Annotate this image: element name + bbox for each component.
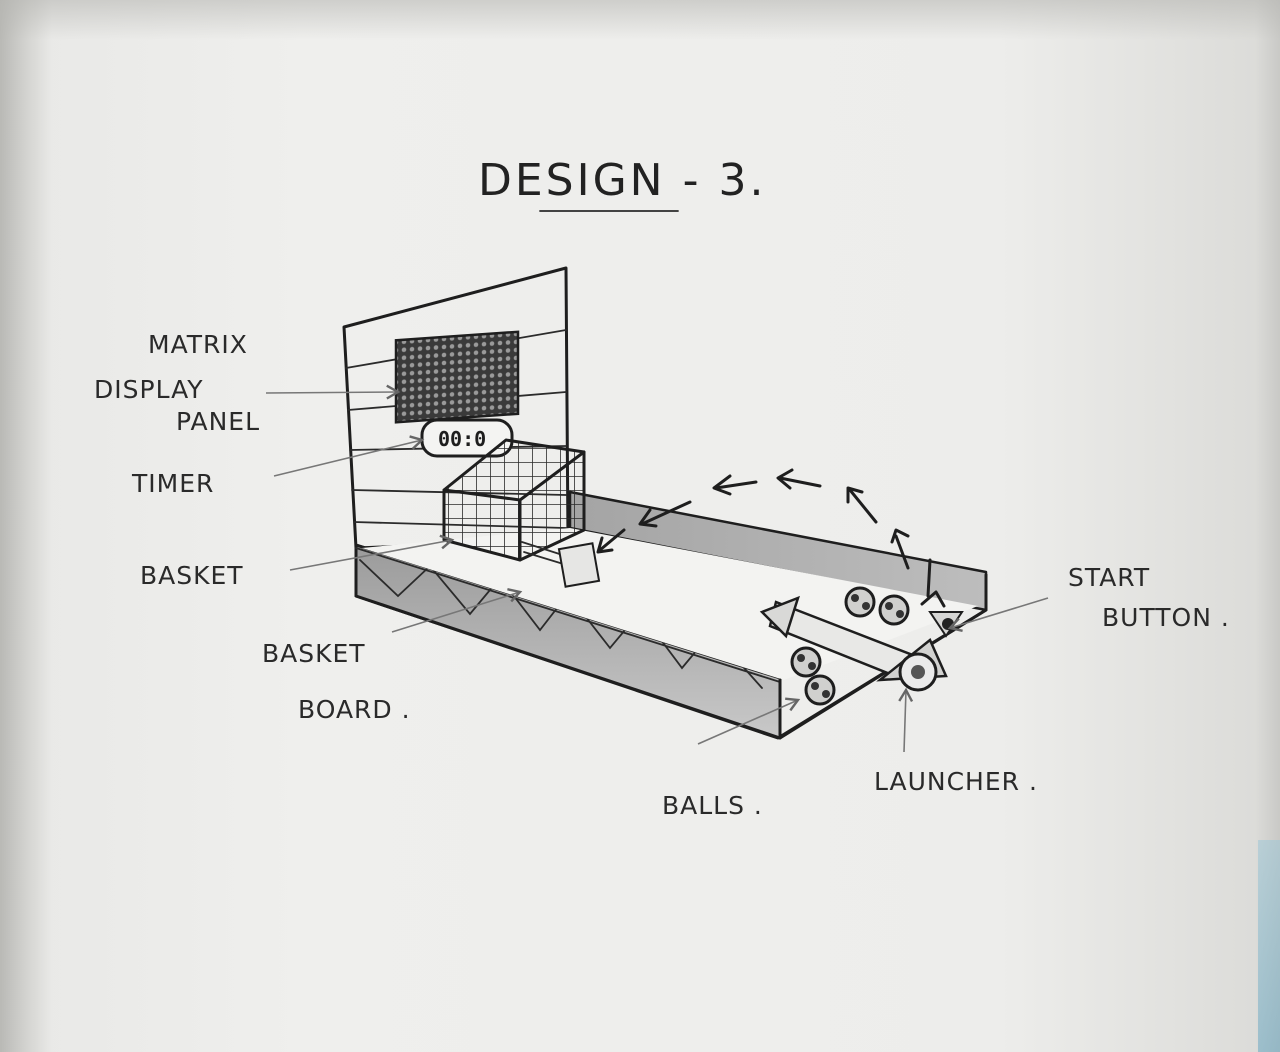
ball — [846, 588, 874, 616]
ball — [792, 648, 820, 676]
label-balls: BALLS . — [662, 791, 763, 820]
label-matrix-line1: MATRIX — [148, 330, 248, 359]
label-basket-board-line2: BOARD . — [298, 695, 411, 724]
label-launcher: LAUNCHER . — [874, 767, 1038, 796]
label-basket-board-line1: BASKET — [262, 639, 366, 668]
timer-readout: 00:0 — [438, 427, 486, 451]
label-start-line1: START — [1068, 563, 1150, 592]
label-matrix-line3: PANEL — [176, 407, 260, 436]
ball — [880, 596, 908, 624]
label-start-line2: BUTTON . — [1102, 603, 1230, 632]
label-basket: BASKET — [140, 561, 244, 590]
label-timer: TIMER — [131, 469, 214, 498]
diagram-title: DESIGN - 3. — [478, 155, 766, 206]
matrix-display-panel — [396, 332, 518, 423]
start-button — [930, 612, 962, 636]
label-matrix-line2: DISPLAY — [94, 375, 204, 404]
ball — [806, 676, 834, 704]
